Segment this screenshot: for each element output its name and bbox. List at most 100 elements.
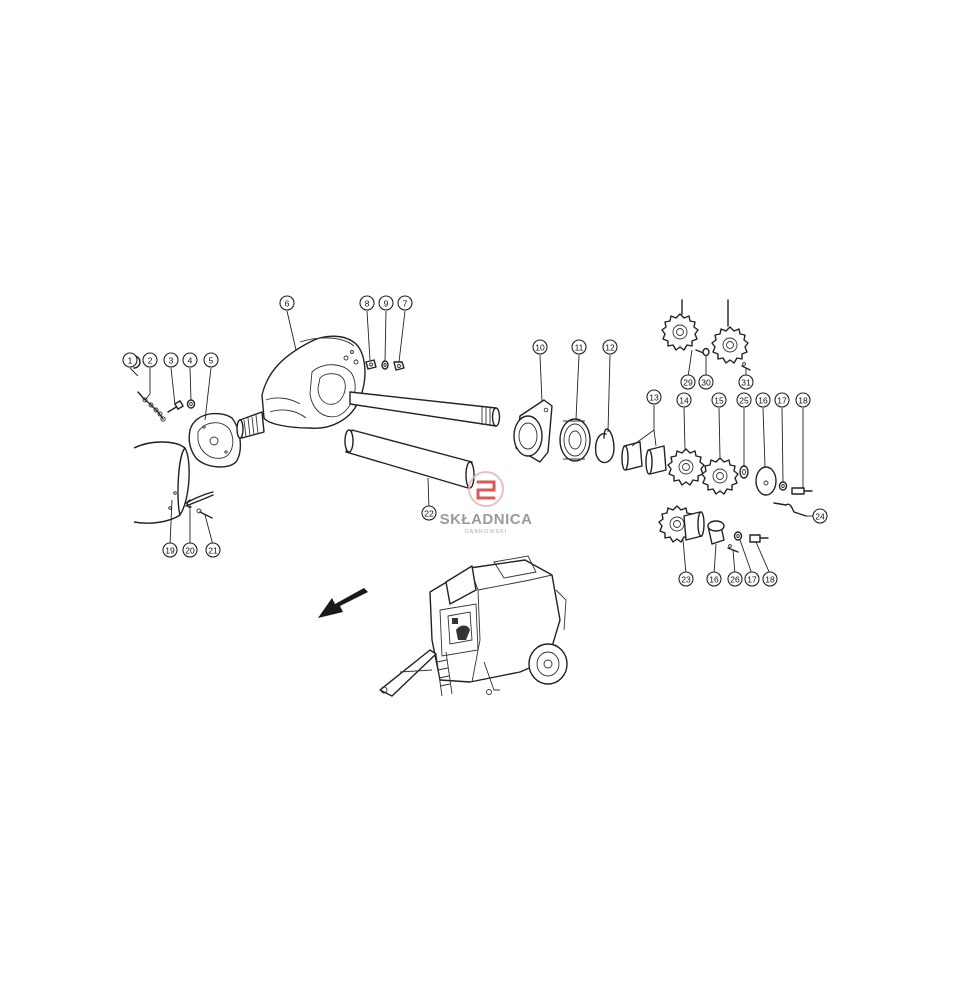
callout-c6: 6 (279, 295, 295, 311)
callout-label: 23 (681, 575, 691, 585)
callout-c4: 4 (182, 352, 198, 368)
watermark-sub: DĄBROWSKI (465, 529, 508, 535)
part-12-circlip-drawing (594, 428, 615, 464)
part-2-chain-drawing (137, 391, 166, 422)
callout-circle (755, 392, 771, 408)
callout-label: 16 (758, 396, 768, 406)
callout-label: 20 (185, 546, 195, 556)
callout-label: 1 (128, 356, 133, 366)
callout-label: 18 (798, 396, 808, 406)
callout-c10: 10 (532, 339, 548, 355)
callout-c9: 9 (378, 295, 394, 311)
callout-circle (711, 392, 727, 408)
leader-lines (129, 310, 815, 575)
part-4-washer-drawing (186, 399, 196, 409)
part-8-nut-drawing (365, 359, 377, 370)
callout-c17a: 17 (774, 392, 790, 408)
callout-label: 29 (683, 378, 693, 388)
callout-label: 17 (777, 396, 787, 406)
callout-circle (532, 339, 548, 355)
callout-circle (397, 295, 413, 311)
callout-c18a: 18 (795, 392, 811, 408)
direction-arrow-icon (318, 588, 368, 618)
part-19-guard-tube-drawing (133, 441, 190, 524)
part-16-hub-drawing (755, 466, 777, 496)
part-9-washer-drawing (381, 360, 389, 370)
callout-c12: 12 (602, 339, 618, 355)
callout-c29: 29 (680, 374, 696, 390)
callout-label: 19 (165, 546, 175, 556)
callout-circle (646, 389, 662, 405)
callout-label: 7 (403, 299, 408, 309)
part-6-gearbox-drawing (236, 335, 501, 439)
callout-c22: 22 (421, 505, 437, 521)
part-14-sprocket-drawing (667, 448, 705, 486)
part-21-pin-drawing (196, 508, 213, 519)
part-7-nut-drawing (393, 361, 405, 371)
callout-c15: 15 (711, 392, 727, 408)
callout-c16a: 16 (755, 392, 771, 408)
callout-circle (205, 542, 221, 558)
callout-c25: 25 (736, 392, 752, 408)
callout-label: 4 (188, 356, 193, 366)
part-10-bearing-housing-drawing (513, 399, 553, 463)
callout-c20: 20 (182, 542, 198, 558)
part-18-bolt-drawing (791, 487, 813, 495)
callout-c11: 11 (571, 339, 587, 355)
callout-c17b: 17 (744, 571, 760, 587)
part-20-clip-drawing (185, 491, 214, 508)
callout-c5: 5 (203, 352, 219, 368)
callout-label: 14 (679, 396, 689, 406)
callout-circle (162, 542, 178, 558)
callout-circle (421, 505, 437, 521)
part-23-sprocket-drawing (658, 505, 705, 543)
callout-circle (698, 374, 714, 390)
callout-circle (678, 571, 694, 587)
callout-circle (738, 374, 754, 390)
callout-label: 9 (384, 299, 389, 309)
callout-circle (359, 295, 375, 311)
part-18-bolt-lower-drawing (749, 534, 769, 543)
upper-sprocket-right-drawing (711, 299, 749, 364)
part-16-hub-lower-drawing (707, 520, 725, 545)
callout-circle (122, 352, 138, 368)
callout-label: 5 (209, 356, 214, 366)
callout-c3: 3 (163, 352, 179, 368)
callout-c8: 8 (359, 295, 375, 311)
callout-circle (203, 352, 219, 368)
part-24-pin-drawing (773, 502, 807, 517)
callout-label: 11 (575, 343, 584, 353)
callout-circle (602, 339, 618, 355)
callout-c2: 2 (142, 352, 158, 368)
part-11-bearing-drawing (559, 418, 591, 462)
callout-label: 10 (535, 343, 545, 353)
callout-c31: 31 (738, 374, 754, 390)
callout-label: 15 (714, 396, 724, 406)
watermark-brand: SKŁADNICA (440, 511, 533, 528)
watermark-logo-icon (468, 471, 504, 507)
callout-label: 25 (739, 396, 749, 406)
callout-circle (736, 392, 752, 408)
baler-machine-illustration (379, 555, 568, 697)
part-25-washer-drawing (739, 465, 749, 479)
callout-label: 31 (741, 378, 751, 388)
upper-sprocket-left-drawing (661, 299, 699, 351)
callout-c16b: 16 (706, 571, 722, 587)
callout-label: 12 (605, 343, 615, 353)
callout-circle (762, 571, 778, 587)
callout-c26: 26 (727, 571, 743, 587)
part-5-guard-plate-drawing (188, 412, 242, 468)
callout-c7: 7 (397, 295, 413, 311)
callout-label: 13 (649, 393, 659, 403)
part-30-washer-drawing (702, 347, 710, 357)
callout-circle (744, 571, 760, 587)
callout-c30: 30 (698, 374, 714, 390)
callout-circle (727, 571, 743, 587)
callout-circle (676, 392, 692, 408)
part-17-washer-lower-drawing (733, 531, 743, 541)
watermark: SKŁADNICA DĄBROWSKI (440, 471, 533, 535)
part-13-bushing-drawing (621, 441, 667, 475)
callout-c24: 24 (812, 508, 828, 524)
